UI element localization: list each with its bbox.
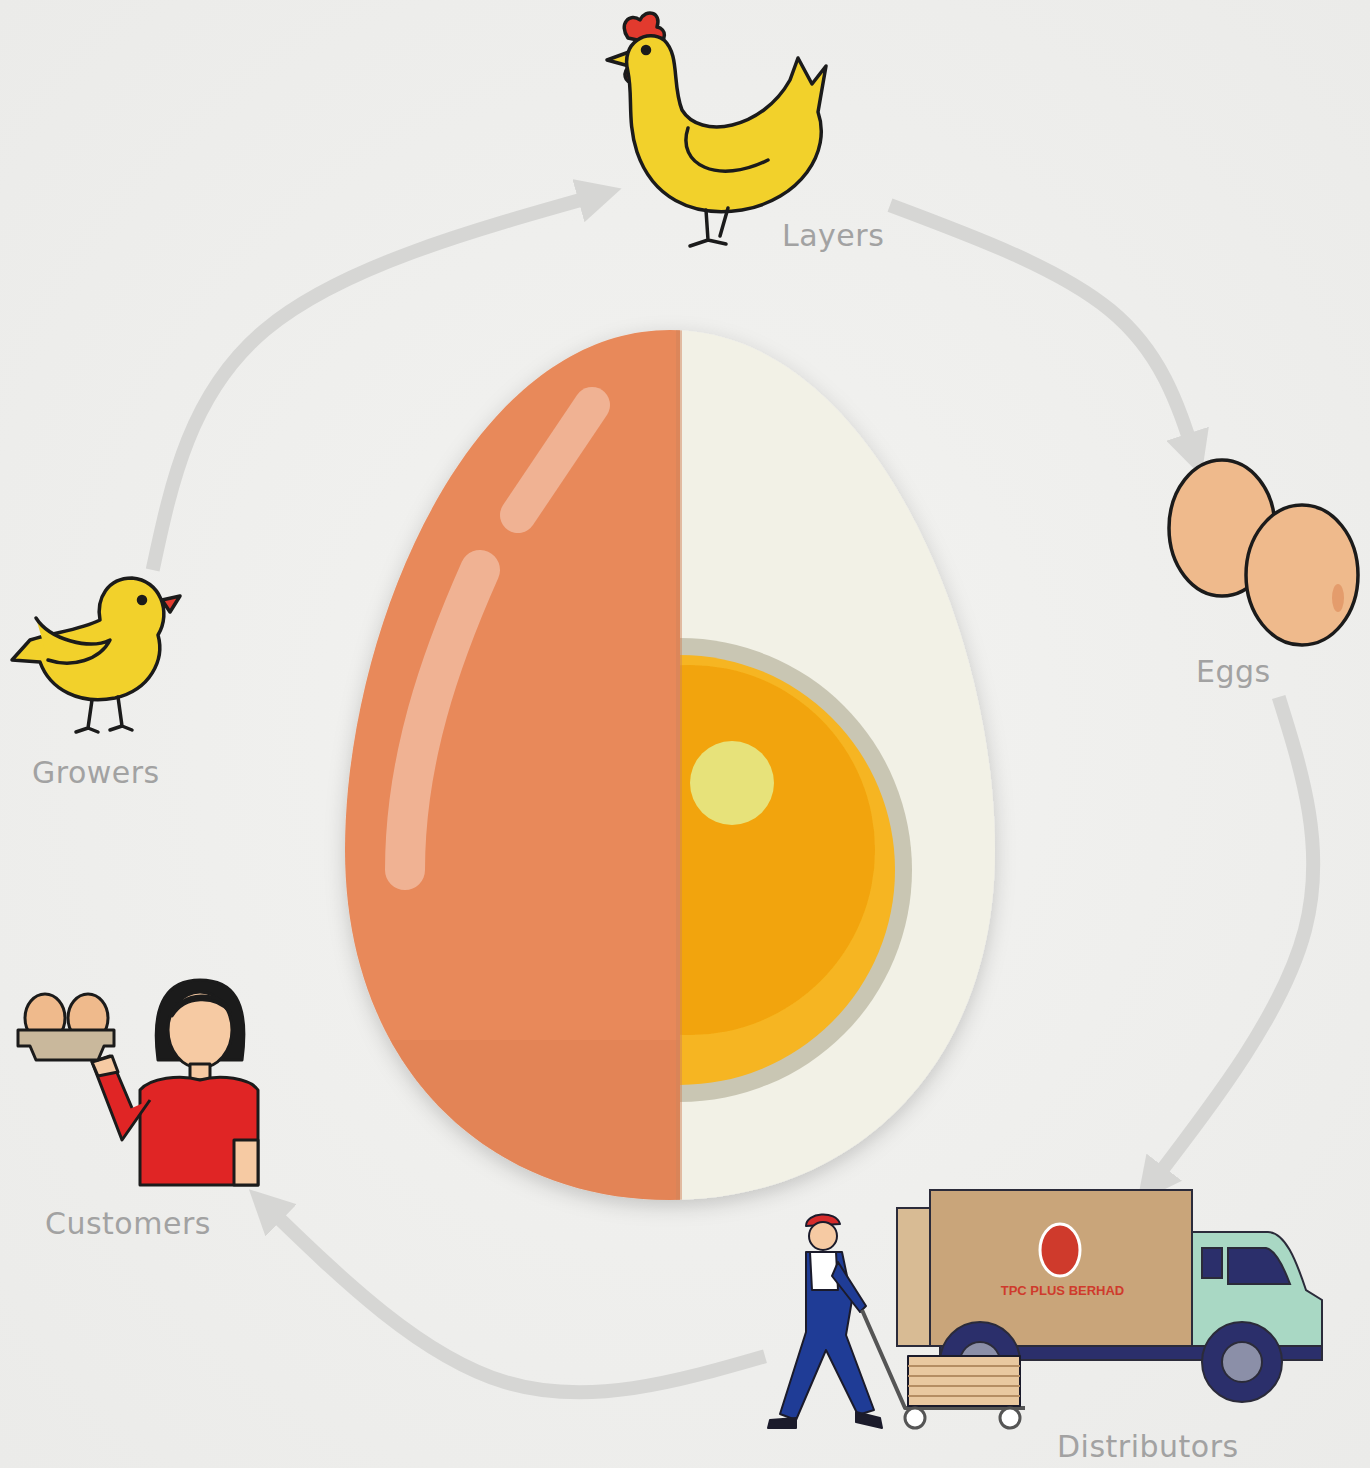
egg-body [340, 320, 1010, 1210]
truck-hub [1222, 1342, 1262, 1382]
truck-window [1228, 1248, 1290, 1284]
cycle-arrow [890, 205, 1194, 455]
truck-window [1202, 1248, 1222, 1278]
truck-wheel [1202, 1322, 1282, 1402]
truck-chassis [940, 1346, 1322, 1360]
customer-hair [156, 980, 244, 1060]
customer-shirt [140, 1077, 258, 1185]
egg-small [1169, 460, 1275, 596]
egg-small [1246, 505, 1358, 645]
hen-beak [607, 52, 629, 66]
chick-icon [12, 578, 180, 732]
chick-body [12, 578, 164, 700]
shell-highlight [405, 570, 480, 870]
customer-icon [18, 980, 258, 1185]
egg-spot [1332, 584, 1344, 612]
hen-body [627, 36, 826, 212]
stage-label: Customers [45, 1207, 211, 1240]
worker-shirt [810, 1252, 838, 1290]
stage-label: Distributors [1057, 1430, 1239, 1463]
eggs-icon [1169, 460, 1358, 645]
truck-brand-text: TPC PLUS BERHAD [985, 1284, 1140, 1298]
worker-arm [832, 1262, 866, 1312]
chick-beak [162, 596, 180, 612]
shell-highlight [518, 405, 592, 515]
stage-label: Growers [32, 756, 160, 789]
truck-wheel [940, 1322, 1020, 1402]
delivery-truck [897, 1190, 1322, 1402]
hen-comb [624, 13, 664, 44]
customer-face [168, 992, 232, 1068]
yolk-ring [680, 638, 912, 1102]
yolk-spot [690, 741, 774, 825]
hen-wing [686, 128, 768, 171]
stage-label: Eggs [1196, 655, 1271, 688]
customer-sleeve-arm [92, 1056, 150, 1140]
chick-eye [139, 597, 146, 604]
cycle-arrow [1151, 697, 1314, 1185]
tray-egg [25, 994, 65, 1042]
customer-hand [92, 1056, 118, 1076]
truck-hub [960, 1342, 1000, 1382]
worker-cap [806, 1214, 840, 1226]
yolk-outer [680, 655, 895, 1085]
hen-wattle [625, 66, 634, 82]
truck-cab [1192, 1232, 1322, 1346]
delivery-worker [768, 1214, 1025, 1428]
cycle-stage: Distributors [765, 1185, 1365, 1468]
chick-wing [36, 618, 110, 663]
worker-overalls [780, 1252, 874, 1420]
hen-eye [643, 47, 650, 54]
cycle-arrow [265, 1205, 765, 1393]
customer-arm [234, 1140, 258, 1185]
central-egg [340, 320, 1010, 1210]
egg-yolk [680, 638, 912, 1102]
egg-white [680, 320, 1010, 1210]
cycle-stage: Layers [600, 5, 890, 267]
hen-legs [690, 208, 728, 246]
cycle-arrow [153, 195, 600, 570]
chick-legs [76, 697, 132, 732]
brand-logo [1040, 1224, 1080, 1276]
cycle-stage: Growers [5, 570, 195, 795]
truck-cargo [930, 1190, 1192, 1346]
yolk-inner [680, 665, 875, 1035]
cycle-stage: Customers [15, 975, 265, 1250]
worker-shoes [768, 1412, 882, 1428]
tray-egg [68, 994, 108, 1042]
egg-tray [18, 1030, 114, 1060]
hand-truck [862, 1310, 1025, 1408]
stage-label: Layers [782, 219, 884, 252]
trolley-wheel [905, 1408, 925, 1428]
customer-neck [190, 1064, 210, 1080]
cycle-stage: Eggs [1160, 455, 1370, 697]
egg-shell-shade [340, 1040, 680, 1210]
hen-icon [607, 13, 826, 246]
egg-shell [340, 320, 680, 1210]
egg-trays [908, 1356, 1020, 1406]
tray-lines [908, 1366, 1020, 1396]
worker-head [809, 1222, 837, 1250]
customer-fringe [172, 996, 230, 1016]
egg-cut-line [676, 320, 682, 1210]
trolley-wheel [1000, 1408, 1020, 1428]
truck-door [897, 1208, 933, 1346]
